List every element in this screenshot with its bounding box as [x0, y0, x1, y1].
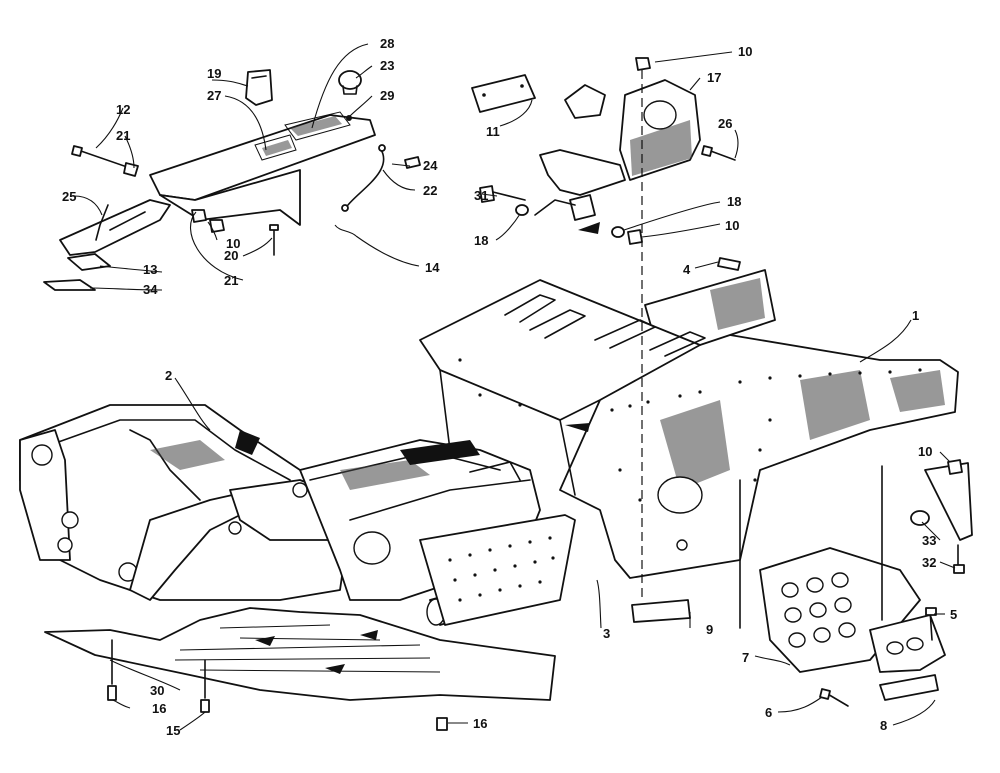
- callout-18-right: 18: [727, 194, 741, 209]
- callout-22: 22: [423, 183, 437, 198]
- callout-28: 28: [380, 36, 394, 51]
- callout-6: 6: [765, 705, 772, 720]
- callout-24: 24: [423, 158, 438, 173]
- callout-31: 31: [474, 188, 488, 203]
- top-nut: [635, 57, 651, 71]
- callout-5: 5: [950, 607, 957, 622]
- callout-29: 29: [380, 88, 394, 103]
- callout-21-top: 21: [116, 128, 130, 143]
- callout-7: 7: [742, 650, 749, 665]
- callout-23: 23: [380, 58, 394, 73]
- callout-4: 4: [683, 262, 691, 277]
- callout-30: 30: [150, 683, 164, 698]
- screw-16-left: [107, 685, 117, 701]
- callout-10-bracket: 10: [725, 218, 739, 233]
- callout-32: 32: [922, 555, 936, 570]
- callout-11: 11: [486, 124, 500, 139]
- callout-34: 34: [143, 282, 158, 297]
- screw-15: [200, 699, 210, 713]
- callout-16-left: 16: [152, 701, 166, 716]
- callout-25: 25: [62, 189, 76, 204]
- leader-lines: [73, 43, 956, 731]
- callout-2: 2: [165, 368, 172, 383]
- callout-15: 15: [166, 723, 180, 738]
- callout-8: 8: [880, 718, 887, 733]
- callout-labels: 1 2 3 4 5 6 7 8 9 10 10 10 10 11 12 13 1…: [62, 36, 957, 738]
- callout-3: 3: [603, 626, 610, 641]
- callout-26: 26: [718, 116, 732, 131]
- callout-13: 13: [143, 262, 157, 277]
- frame-main: [419, 269, 959, 579]
- screw-16-center: [436, 717, 448, 731]
- callout-10-rear: 10: [918, 444, 932, 459]
- callout-10-top: 10: [738, 44, 752, 59]
- hitch-bracket: [43, 199, 171, 291]
- callout-16-center: 16: [473, 716, 487, 731]
- steering-bracket: [471, 74, 736, 245]
- callout-14: 14: [425, 260, 440, 275]
- callout-19: 19: [207, 66, 221, 81]
- callout-1: 1: [912, 308, 919, 323]
- belly-pan: [44, 607, 556, 701]
- side-panel-perforated: [419, 514, 576, 626]
- callout-18-left: 18: [474, 233, 488, 248]
- callout-9: 9: [706, 622, 713, 637]
- callout-12: 12: [116, 102, 130, 117]
- console-assembly: [71, 69, 421, 256]
- callout-20: 20: [224, 248, 238, 263]
- callout-17: 17: [707, 70, 721, 85]
- rear-skid-plate: [739, 459, 973, 707]
- callout-33: 33: [922, 533, 936, 548]
- callout-27: 27: [207, 88, 221, 103]
- screw-4: [717, 257, 741, 271]
- callout-21-bottom: 21: [224, 273, 238, 288]
- bracket-9: [631, 599, 691, 623]
- callout-10-console: 10: [226, 236, 240, 251]
